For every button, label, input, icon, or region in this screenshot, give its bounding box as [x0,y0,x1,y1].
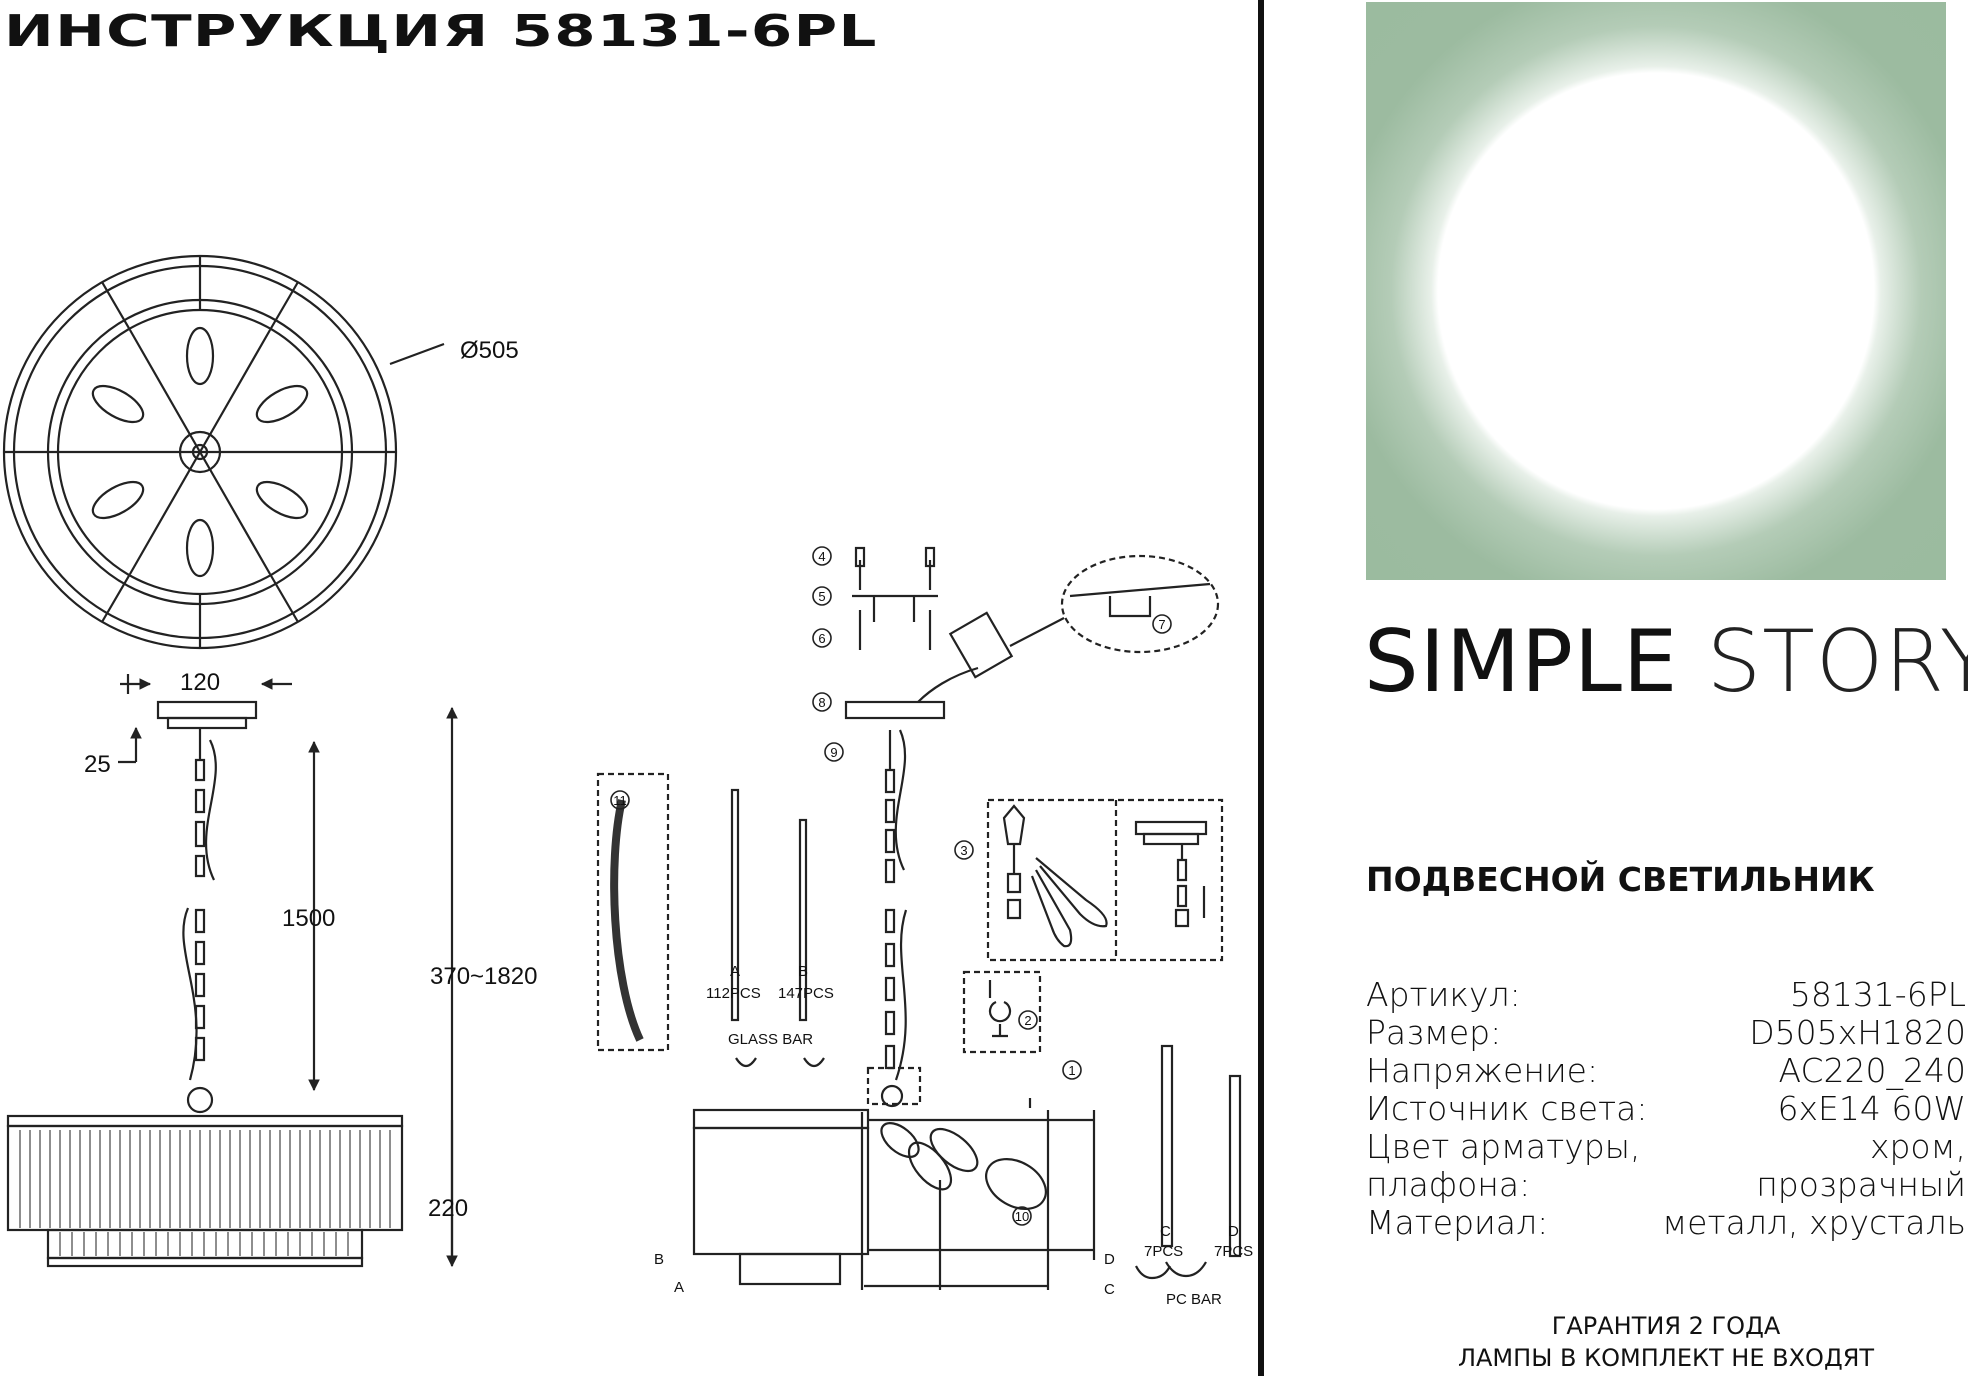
warranty-note: ГАРАНТИЯ 2 ГОДА [1551,1312,1781,1340]
assembly-diagram [596,546,1242,1290]
vertical-divider [1258,0,1264,1376]
step-11: 11 [613,793,627,808]
pc-c-letter: C [1160,1223,1171,1240]
spec-value: AC220_240 [1778,1051,1966,1090]
spec-row: Артикул: 58131-6PL [1366,976,1966,1014]
brand-word-1: SIMPLE [1364,612,1679,712]
spec-key: Напряжение: [1366,1051,1599,1090]
pc-c-qty: 7PCS [1144,1243,1183,1260]
total-height-label: 370~1820 [430,963,537,990]
chain-length-label: 1500 [282,905,335,932]
spec-value: металл, хрусталь [1662,1203,1966,1242]
spec-value: 6xE14 60W [1777,1089,1966,1128]
spec-row: Материал: металл, хрусталь [1366,1204,1966,1242]
spec-value: D505xH1820 [1749,1013,1966,1052]
canopy-width-label: 120 [180,669,220,696]
spec-row: Источник света: 6xE14 60W [1366,1090,1966,1128]
brand-logo: SIMPLE STORY [1364,612,1968,712]
callout-c: C [1104,1281,1115,1298]
step-2: 2 [1024,1013,1031,1028]
spec-row: Размер: D505xH1820 [1366,1014,1966,1052]
spec-key: Источник света: [1366,1089,1648,1128]
step-1: 1 [1068,1063,1075,1078]
step-10: 10 [1015,1209,1029,1224]
step-8: 8 [818,695,825,710]
step-9: 9 [830,745,837,760]
technical-drawing: Ø505 120 25 1500 370~1820 220 A 112PCS B… [2,254,1253,1308]
spec-table: Артикул: 58131-6PL Размер: D505xH1820 На… [1366,976,1966,1242]
callout-a: A [674,1279,684,1296]
crystal-ribs [19,1130,391,1256]
canopy-height-label: 25 [84,751,111,778]
spec-row: Напряжение: AC220_240 [1366,1052,1966,1090]
step-3: 3 [960,843,967,858]
spec-key: Цвет арматуры, плафона: [1366,1127,1641,1204]
callout-d: D [1104,1251,1115,1268]
diameter-label: Ø505 [460,337,519,364]
footer-notes: ГАРАНТИЯ 2 ГОДА ЛАМПЫ В КОМПЛЕКТ НЕ ВХОД… [1366,1310,1966,1374]
top-view-drawing [2,254,445,650]
callout-b: B [654,1251,664,1268]
pc-d-qty: 7PCS [1214,1243,1253,1260]
page-title: ИНСТРУКЦИЯ 58131-6PL [4,6,878,57]
glass-bar-label: GLASS BAR [728,1031,813,1048]
lamps-note: ЛАМПЫ В КОМПЛЕКТ НЕ ВХОДЯТ [1457,1344,1875,1372]
spec-key: Материал: [1366,1203,1549,1242]
brand-word-2: STORY [1706,612,1968,712]
glass-b-letter: B [798,963,808,980]
spec-key: Артикул: [1366,975,1521,1014]
pc-bar-label: PC BAR [1166,1291,1222,1308]
glass-a-qty: 112PCS [706,985,761,1002]
pc-d-letter: D [1228,1223,1239,1240]
step-5: 5 [818,589,825,604]
step-6: 6 [818,631,825,646]
spec-value: хром, прозрачный [1756,1127,1966,1204]
step-4: 4 [818,549,825,564]
spec-key: Размер: [1366,1013,1502,1052]
glass-b-qty: 147PCS [778,985,834,1002]
step-7: 7 [1158,617,1165,632]
product-photo-placeholder [1366,2,1946,580]
spec-row: Цвет арматуры, плафона: хром, прозрачный [1366,1128,1966,1204]
spec-value: 58131-6PL [1789,975,1966,1014]
glass-a-letter: A [730,963,740,980]
product-type: ПОДВЕСНОЙ СВЕТИЛЬНИК [1366,860,1875,899]
body-height-label: 220 [428,1195,468,1222]
